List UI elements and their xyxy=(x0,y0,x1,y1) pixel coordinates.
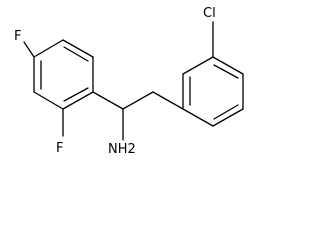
difluorophenyl-ring xyxy=(33,39,94,110)
bond-to-fluorine-top xyxy=(23,41,35,58)
bond xyxy=(213,104,239,120)
bond xyxy=(62,91,94,110)
amine-label: NH2 xyxy=(108,142,136,157)
chlorophenyl-ring xyxy=(182,56,244,127)
bond xyxy=(33,91,64,110)
bond xyxy=(212,108,244,127)
bond xyxy=(182,56,214,75)
bond xyxy=(33,39,64,58)
bond xyxy=(213,64,239,79)
bond xyxy=(63,87,89,102)
fluorine-bottom-label: F xyxy=(56,141,63,156)
bond-ch-to-ch2 xyxy=(122,91,154,110)
bond xyxy=(182,108,214,127)
bond xyxy=(62,39,94,58)
molecule-structure: Cl F F NH2 xyxy=(14,6,244,157)
chlorine-label: Cl xyxy=(203,6,216,21)
bond xyxy=(212,56,244,75)
bond-ch2-to-ring xyxy=(152,91,184,110)
fluorine-top-label: F xyxy=(14,29,21,44)
bond xyxy=(63,46,89,62)
bond-ring-to-ch xyxy=(92,91,124,110)
